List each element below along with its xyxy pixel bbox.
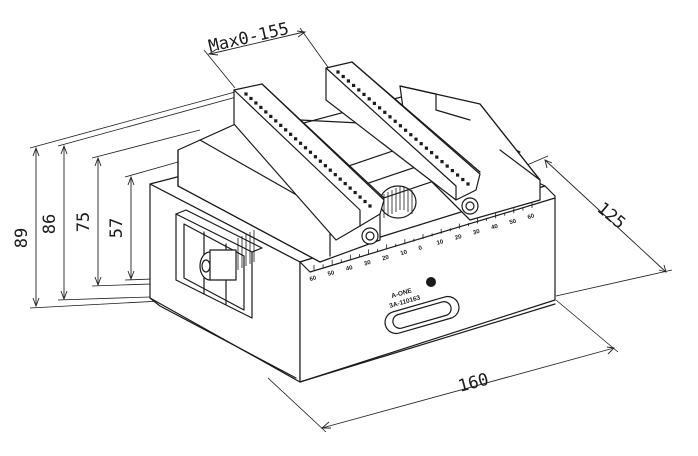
jaw-tooth [313, 155, 318, 159]
brand-logo-icon [426, 277, 436, 287]
jaw-tooth [318, 159, 322, 163]
dim-height-base: 57 [107, 218, 127, 238]
dim-height-body: 75 [74, 212, 94, 232]
jaw-tooth [398, 124, 402, 128]
scale-label: 20 [454, 234, 463, 242]
jaw-tooth [333, 173, 337, 177]
dim-height-overall: 89 [12, 228, 32, 248]
scale-label: 30 [473, 229, 482, 237]
dim-height-jaw: 86 [40, 214, 60, 234]
jaw-tooth [323, 164, 327, 168]
jaw-tooth [294, 137, 298, 141]
jaw-tooth [289, 132, 293, 136]
scale-label: 50 [509, 218, 518, 226]
height-dimension-lines [29, 91, 241, 309]
jaw-tooth [284, 128, 288, 132]
jaw-tooth [254, 101, 258, 105]
opening-dimension-lines [203, 27, 331, 89]
jaw-left [177, 83, 385, 263]
jaw-tooth [264, 110, 268, 114]
jaw-tooth [378, 106, 382, 110]
jaw-tooth [419, 142, 423, 146]
jaw-tooth [388, 115, 392, 119]
jaw-tooth [414, 137, 418, 141]
jaw-tooth [367, 97, 371, 101]
jaw-tooth [346, 79, 350, 83]
scale-label: 50 [327, 270, 336, 278]
jaw-tooth [358, 195, 362, 199]
jaw-tooth [343, 182, 347, 186]
jaw-tooth [404, 128, 408, 132]
jaw-tooth [357, 88, 361, 92]
jaw-tooth [430, 151, 434, 155]
jaw-tooth [368, 204, 372, 208]
jaw-tooth [363, 199, 367, 204]
dim-length: 160 [456, 370, 491, 397]
jaw-tooth [303, 146, 308, 150]
scale-label: 40 [491, 224, 500, 232]
jaw-right-bolt [461, 197, 479, 215]
jaw-tooth [456, 173, 460, 177]
jaw-right [325, 61, 541, 221]
length-dimension-lines [267, 299, 619, 433]
jaw-tooth [466, 182, 470, 186]
jaw-tooth [435, 155, 439, 159]
jaw-tooth [274, 119, 278, 123]
jaw-tooth [279, 123, 283, 127]
dim-width: 125 [593, 199, 629, 234]
jaw-tooth [383, 110, 387, 114]
jaw-tooth [445, 164, 449, 168]
jaw-tooth [259, 105, 263, 110]
dim-jaw-opening: Max0-155 [207, 19, 291, 57]
jaw-tooth [249, 96, 253, 101]
jaw-tooth [308, 150, 313, 154]
jaw-left-teeth [244, 92, 372, 208]
scale-label: 60 [309, 275, 318, 283]
jaw-tooth [328, 168, 332, 172]
scale-label: 10 [400, 249, 409, 257]
jaw-tooth [348, 186, 352, 190]
jaw-left-bolt [361, 227, 379, 245]
jaw-tooth [362, 92, 366, 96]
jaw-tooth [393, 119, 397, 123]
scale-label: 30 [364, 260, 373, 268]
jaw-tooth [353, 190, 357, 195]
jaw-tooth [440, 160, 444, 164]
jaw-tooth [244, 92, 248, 96]
jaw-tooth [336, 70, 340, 74]
scale: 60 50 40 30 20 10 0 10 20 30 40 50 60 [309, 203, 536, 283]
jaw-tooth [450, 168, 454, 173]
jaw-tooth [298, 141, 303, 145]
jaw-tooth [372, 101, 376, 105]
scale-label: 10 [436, 239, 445, 247]
jaw-right-teeth [336, 70, 470, 186]
scale-label: 0 [418, 245, 423, 252]
scale-label: 40 [345, 265, 354, 273]
scale-label: 60 [527, 213, 536, 221]
jaw-tooth [461, 177, 465, 182]
jaw-tooth [424, 146, 428, 150]
jaw-tooth [409, 133, 413, 137]
jaw-tooth [341, 74, 345, 79]
scale-label: 20 [382, 255, 391, 263]
jaw-tooth [338, 177, 342, 181]
screw-left [199, 180, 261, 281]
jaw-tooth [352, 83, 356, 88]
front-slot [384, 295, 460, 335]
jaw-tooth [269, 114, 273, 118]
